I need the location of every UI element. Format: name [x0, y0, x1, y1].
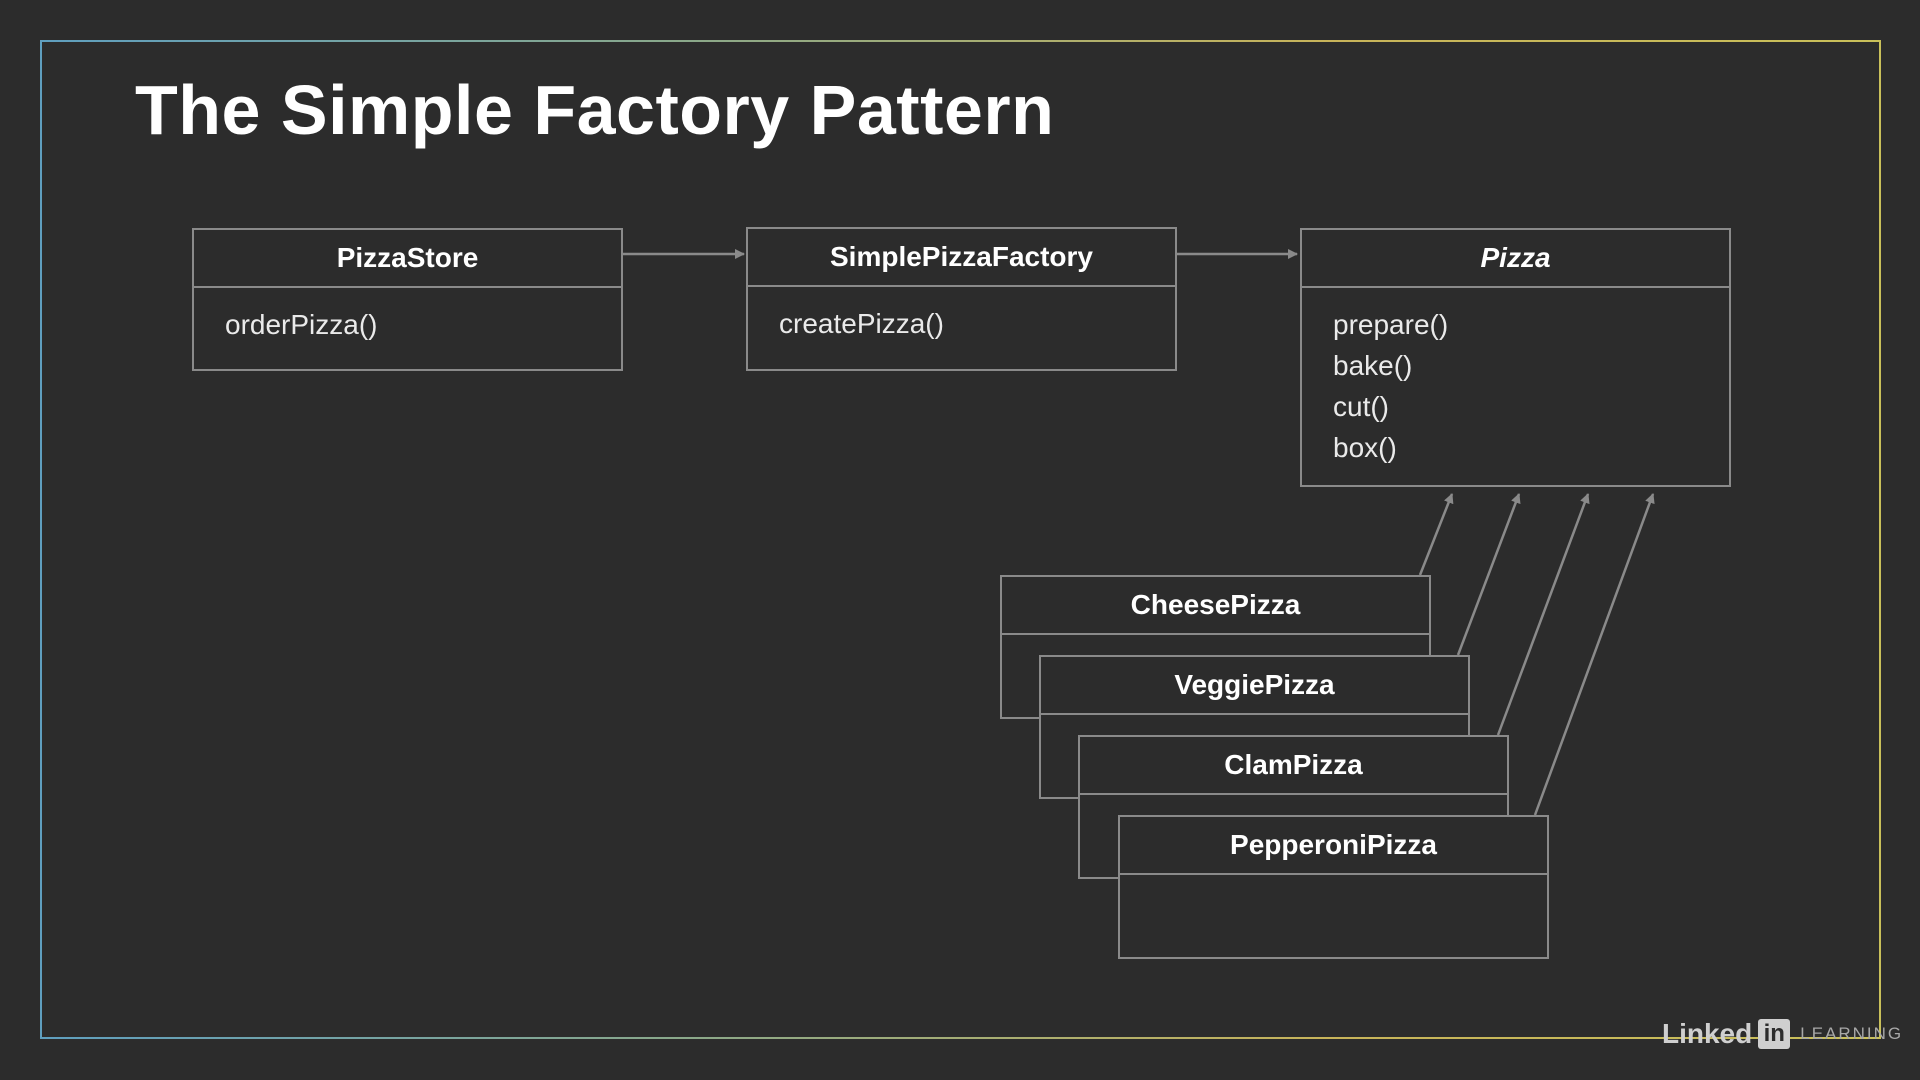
arrow-pepperoni-to-pizza [1533, 493, 1655, 816]
method-box: box() [1333, 432, 1397, 463]
arrow-cheese-to-pizza [1418, 493, 1454, 576]
class-name: CheesePizza [1002, 577, 1429, 635]
class-name: ClamPizza [1080, 737, 1507, 795]
class-name: PepperoniPizza [1120, 817, 1547, 875]
slide-frame [40, 40, 1881, 1039]
method-cut: cut() [1333, 391, 1389, 422]
class-methods: prepare() bake() cut() box() [1302, 288, 1729, 468]
class-pepperoni-pizza: PepperoniPizza [1118, 815, 1549, 959]
method-order-pizza: orderPizza() [225, 309, 378, 340]
brand-learning-text: LEARNING [1800, 1024, 1904, 1043]
class-name: VeggiePizza [1041, 657, 1468, 715]
slide-title: The Simple Factory Pattern [135, 71, 1055, 149]
method-create-pizza: createPizza() [779, 308, 944, 339]
linkedin-in-icon: in [1758, 1019, 1791, 1049]
linkedin-learning-logo: Linked in LEARNING [1662, 1018, 1903, 1050]
method-prepare: prepare() [1333, 309, 1449, 340]
arrow-veggie-to-pizza [1456, 493, 1521, 656]
method-bake: bake() [1333, 350, 1413, 381]
class-name: PizzaStore [194, 230, 621, 288]
class-methods: createPizza() [748, 287, 1175, 344]
class-pizza-store: PizzaStore orderPizza() [192, 228, 623, 371]
class-pizza: Pizza prepare() bake() cut() box() [1300, 228, 1731, 487]
arrow-clam-to-pizza [1496, 493, 1590, 736]
class-methods: orderPizza() [194, 288, 621, 345]
class-name: Pizza [1302, 230, 1729, 288]
brand-linked-text: Linked [1662, 1018, 1753, 1049]
class-simple-pizza-factory: SimplePizzaFactory createPizza() [746, 227, 1177, 371]
class-name: SimplePizzaFactory [748, 229, 1175, 287]
